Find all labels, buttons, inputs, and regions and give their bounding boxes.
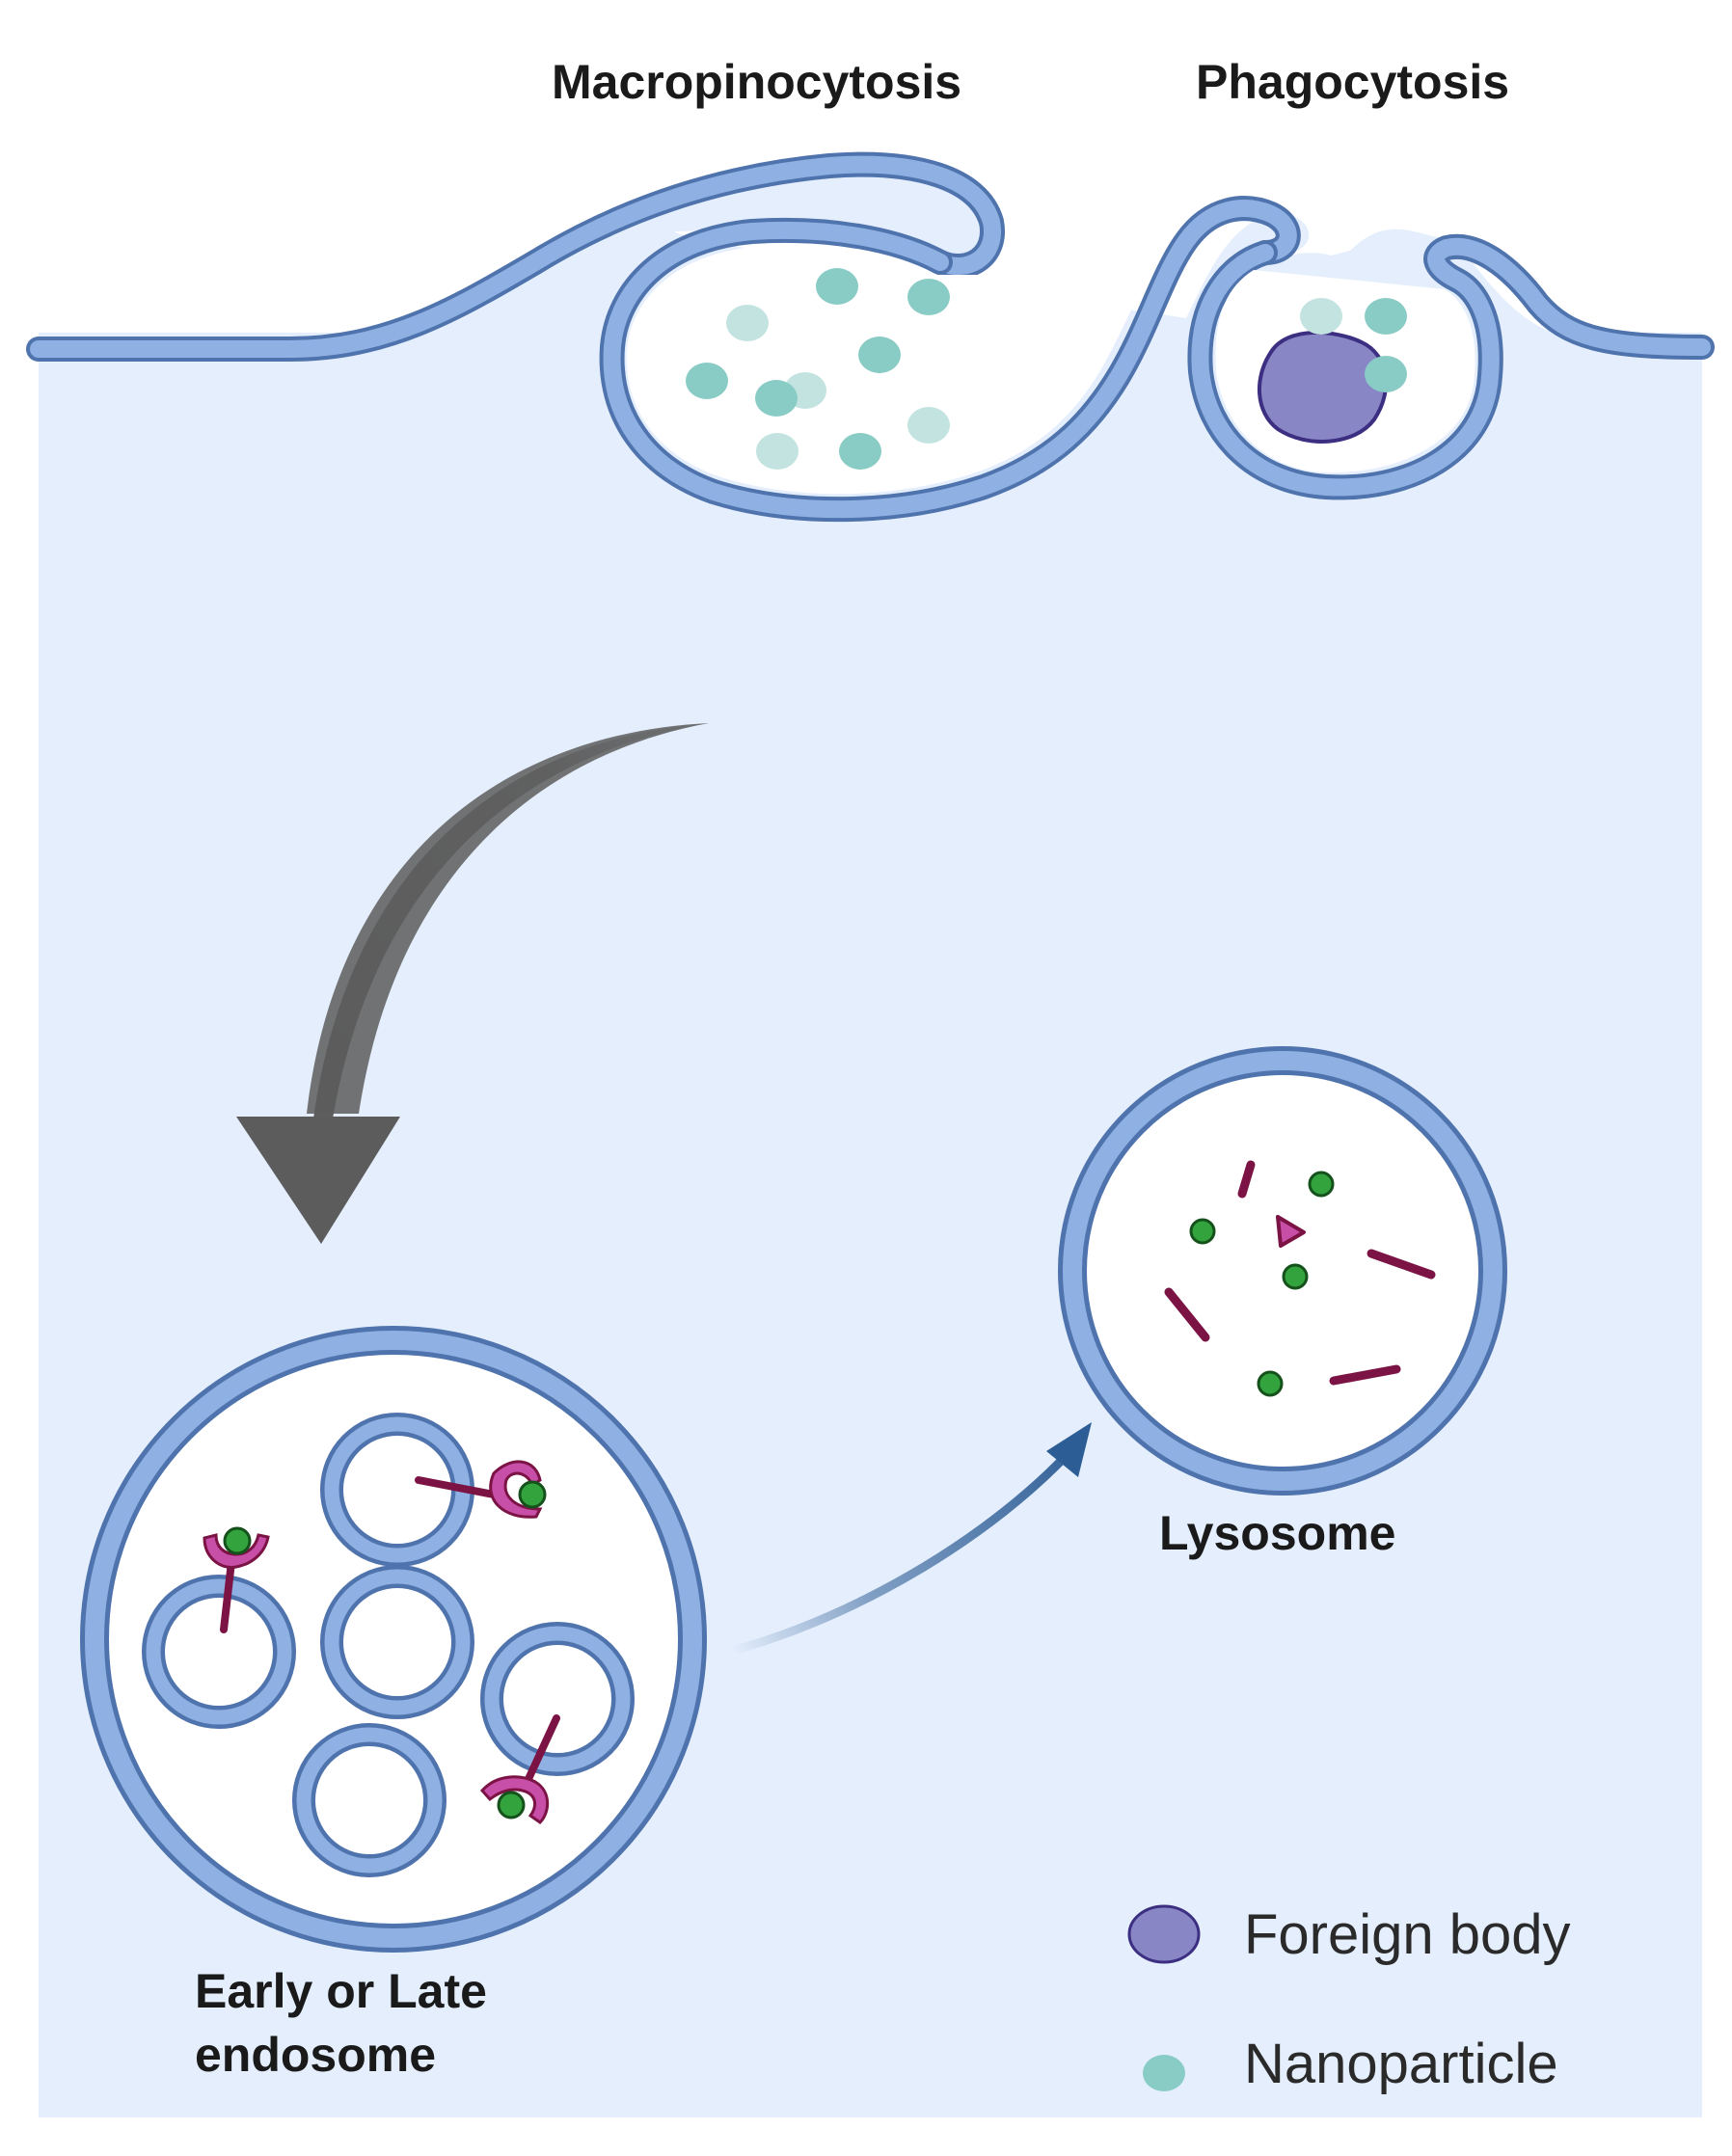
legend-nanoparticle: Nanoparticle (1244, 2033, 1558, 2095)
receptor-ligand-complex (203, 1526, 270, 1633)
legend-foreign-body: Foreign body (1244, 1903, 1571, 1966)
protein-fragment (1237, 1160, 1256, 1199)
foreign-body (1258, 330, 1388, 444)
nanoparticle (839, 433, 881, 470)
endosome-label-line2: endosome (195, 2028, 436, 2082)
degraded-ligand (1282, 1263, 1309, 1290)
macropinocytosis-label: Macropinocytosis (552, 55, 961, 109)
nanoparticle (755, 380, 798, 417)
arrow-up-right-icon (728, 1422, 1092, 1656)
nanoparticle (907, 279, 950, 315)
nanoparticle (726, 305, 769, 341)
lysosome-label: Lysosome (1159, 1506, 1395, 1560)
receptor-ligand-complex (415, 1460, 547, 1519)
endosome (80, 1326, 707, 1953)
curved-arrow-down-icon (236, 723, 709, 1244)
phagosome-contents (1258, 298, 1407, 444)
macropinosome-nanoparticles (686, 268, 950, 470)
receptor-fragment (1276, 1215, 1306, 1248)
plasma-membrane (26, 151, 1715, 523)
nanoparticle (858, 337, 901, 373)
nanoparticle (1365, 298, 1407, 335)
nanoparticle-swatch (1143, 2055, 1185, 2091)
nanoparticle (1365, 356, 1407, 392)
degraded-ligand (1308, 1171, 1335, 1198)
nanoparticle (756, 433, 798, 470)
degraded-ligand (1189, 1218, 1216, 1245)
nanoparticle (816, 268, 858, 305)
intraluminal-vesicle (320, 1413, 474, 1567)
endosome-label-line1: Early or Late (195, 1964, 487, 2018)
foreign-body-swatch (1127, 1904, 1201, 1964)
nanoparticle (1300, 298, 1342, 335)
phagocytosis-label: Phagocytosis (1196, 55, 1509, 109)
intraluminal-vesicle (142, 1575, 296, 1729)
nanoparticle (907, 407, 950, 444)
degraded-ligand (1257, 1370, 1284, 1397)
protein-fragment (1329, 1364, 1401, 1386)
intraluminal-vesicle (292, 1723, 447, 1877)
protein-fragment (1367, 1249, 1436, 1280)
nanoparticle (686, 363, 728, 399)
legend: Foreign body Nanoparticle (1127, 1903, 1571, 2095)
protein-fragment (1164, 1287, 1210, 1342)
intraluminal-vesicle (320, 1565, 474, 1719)
lysosome (1058, 1046, 1507, 1496)
intraluminal-vesicle (480, 1622, 635, 1776)
receptor-ligand-complex (479, 1714, 560, 1824)
